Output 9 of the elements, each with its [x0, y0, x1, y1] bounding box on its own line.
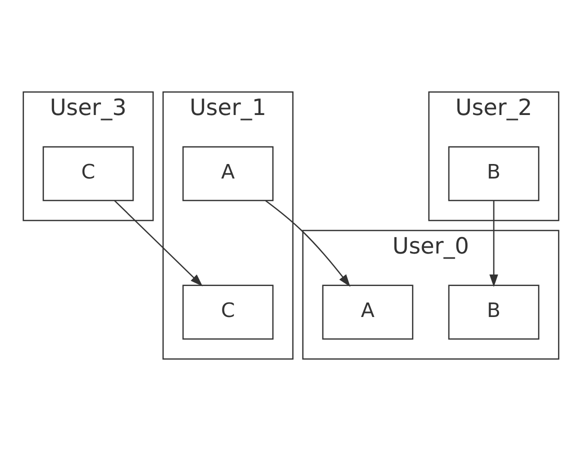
node-box: B	[448, 284, 540, 340]
node-box: C	[42, 146, 134, 201]
node-box: A	[322, 284, 414, 340]
node-box: C	[182, 284, 274, 340]
arrow	[489, 200, 498, 286]
node-box: A	[182, 146, 274, 201]
node-box: B	[448, 146, 540, 201]
arrow	[114, 200, 203, 286]
arrow	[265, 200, 350, 286]
